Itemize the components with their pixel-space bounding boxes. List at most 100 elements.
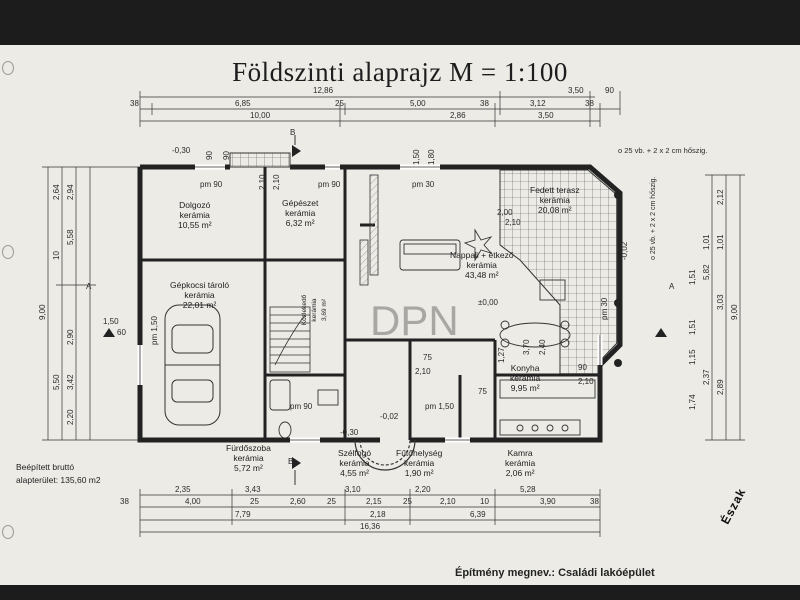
pm-label: pm 90 [318,180,341,189]
dim-left: 2,64 [52,184,61,200]
dim-left: 2,20 [66,409,75,425]
inner-dim: 2,10 [505,218,521,227]
dim-left-window: 1,50 [103,317,119,326]
left-dimension-lines [42,166,140,441]
floor-plan-drawing: DPN [42,91,745,537]
dim-left: 9,00 [38,304,47,320]
terrace-columns [614,191,622,367]
dim-left: 5,50 [52,374,61,390]
inner-dim: 1,80 [427,149,436,165]
pm-label: pm 30 [600,297,609,320]
built-area-label: Beépített bruttó [16,462,75,472]
bottom-dimension-lines [139,489,601,537]
inner-dim: 2,10 [272,174,281,190]
level-marker: -0,02 [380,412,399,421]
dim-bottom-total: 16,36 [360,522,381,531]
dim-right: 5,82 [702,264,711,280]
dim-top: 90 [605,86,614,95]
dim-right: 1,01 [716,234,725,250]
section-a-right: A [669,282,675,291]
dim-top: 3,12 [530,99,546,108]
inner-dim: 90 [578,363,587,372]
dim-left: 10 [52,251,61,260]
window-glazing [139,166,601,441]
dim-top: 25 [335,99,344,108]
plan-title: Földszinti alaprajz M = 1:100 [232,57,568,87]
section-markers [103,145,667,469]
dim-bottom: 38 [120,497,129,506]
dim-left: 2,90 [66,329,75,345]
dim-top: 2,86 [450,111,466,120]
kitchen-counters [499,379,596,436]
staircase [269,306,311,373]
pm-label: pm 30 [412,180,435,189]
dim-top: 38 [585,99,594,108]
inner-dim: 75 [478,387,487,396]
inner-dim: 75 [423,353,432,362]
built-area-value: alapterület: 135,60 m2 [16,475,101,485]
dim-bottom: 25 [250,497,259,506]
dim-bottom: 2,18 [370,510,386,519]
bathroom-fixtures [269,379,339,439]
dim-right: 1,51 [688,269,697,285]
dim-right: 3,03 [716,294,725,310]
column-note-side: o 25 vb. + 2 x 2 cm hőszig. [650,176,657,260]
dim-bottom: 25 [327,497,336,506]
living-furniture [399,228,571,348]
level-marker: -0,02 [620,241,629,260]
pm-label: pm 90 [200,180,223,189]
inner-dim: 90 [205,151,214,160]
inner-dim: 2,10 [578,377,594,386]
dim-bottom: 2,60 [290,497,306,506]
dim-right: 2,37 [702,369,711,385]
dim-bottom: 38 [590,497,599,506]
inner-dim: 2,40 [538,339,547,355]
pm-label: pm 1,50 [425,402,454,411]
outer-walls [137,164,623,443]
dim-bottom: 7,79 [235,510,251,519]
dim-top: 10,00 [250,111,271,120]
entry-rotunda [354,439,416,471]
dim-right: 1,51 [688,319,697,335]
dim-top: 38 [480,99,489,108]
binding-hole-icon [2,245,14,259]
dim-right: 9,00 [730,304,739,320]
dim-right: 1,01 [702,234,711,250]
section-a-left: A [86,282,92,291]
watermark-logo: DPN [370,297,459,344]
level-marker: -0,30 [340,428,359,437]
inner-dim: 1,27 [497,347,506,363]
inner-dim: 3,70 [522,339,531,355]
inner-dim: 1,50 [412,149,421,165]
section-b-bottom: B [288,457,294,466]
dim-top: 5,00 [410,99,426,108]
dim-bottom: 3,43 [245,485,261,494]
binding-hole-icon [2,61,14,75]
inner-dim: 2,10 [415,367,431,376]
dim-top: 3,50 [568,86,584,95]
dim-top: 3,50 [538,111,554,120]
dim-left: 2,94 [66,184,75,200]
dim-bottom: 2,10 [440,497,456,506]
inner-dim: 90 [222,151,231,160]
dim-bottom: 6,39 [470,510,486,519]
dim-bottom: 2,20 [415,485,431,494]
dim-top: 38 [130,99,139,108]
dim-right: 1,74 [688,394,697,410]
column-note: o 25 vb. + 2 x 2 cm hőszig. [618,146,708,155]
dim-left-window: 60 [117,328,126,337]
interior-walls [140,167,598,440]
dim-bottom: 5,28 [520,485,536,494]
right-dimension-lines [705,174,745,441]
top-dimension-lines [139,91,621,127]
dim-right: 2,12 [716,189,725,205]
dim-bottom: 25 [403,497,412,506]
dim-bottom: 4,00 [185,497,201,506]
